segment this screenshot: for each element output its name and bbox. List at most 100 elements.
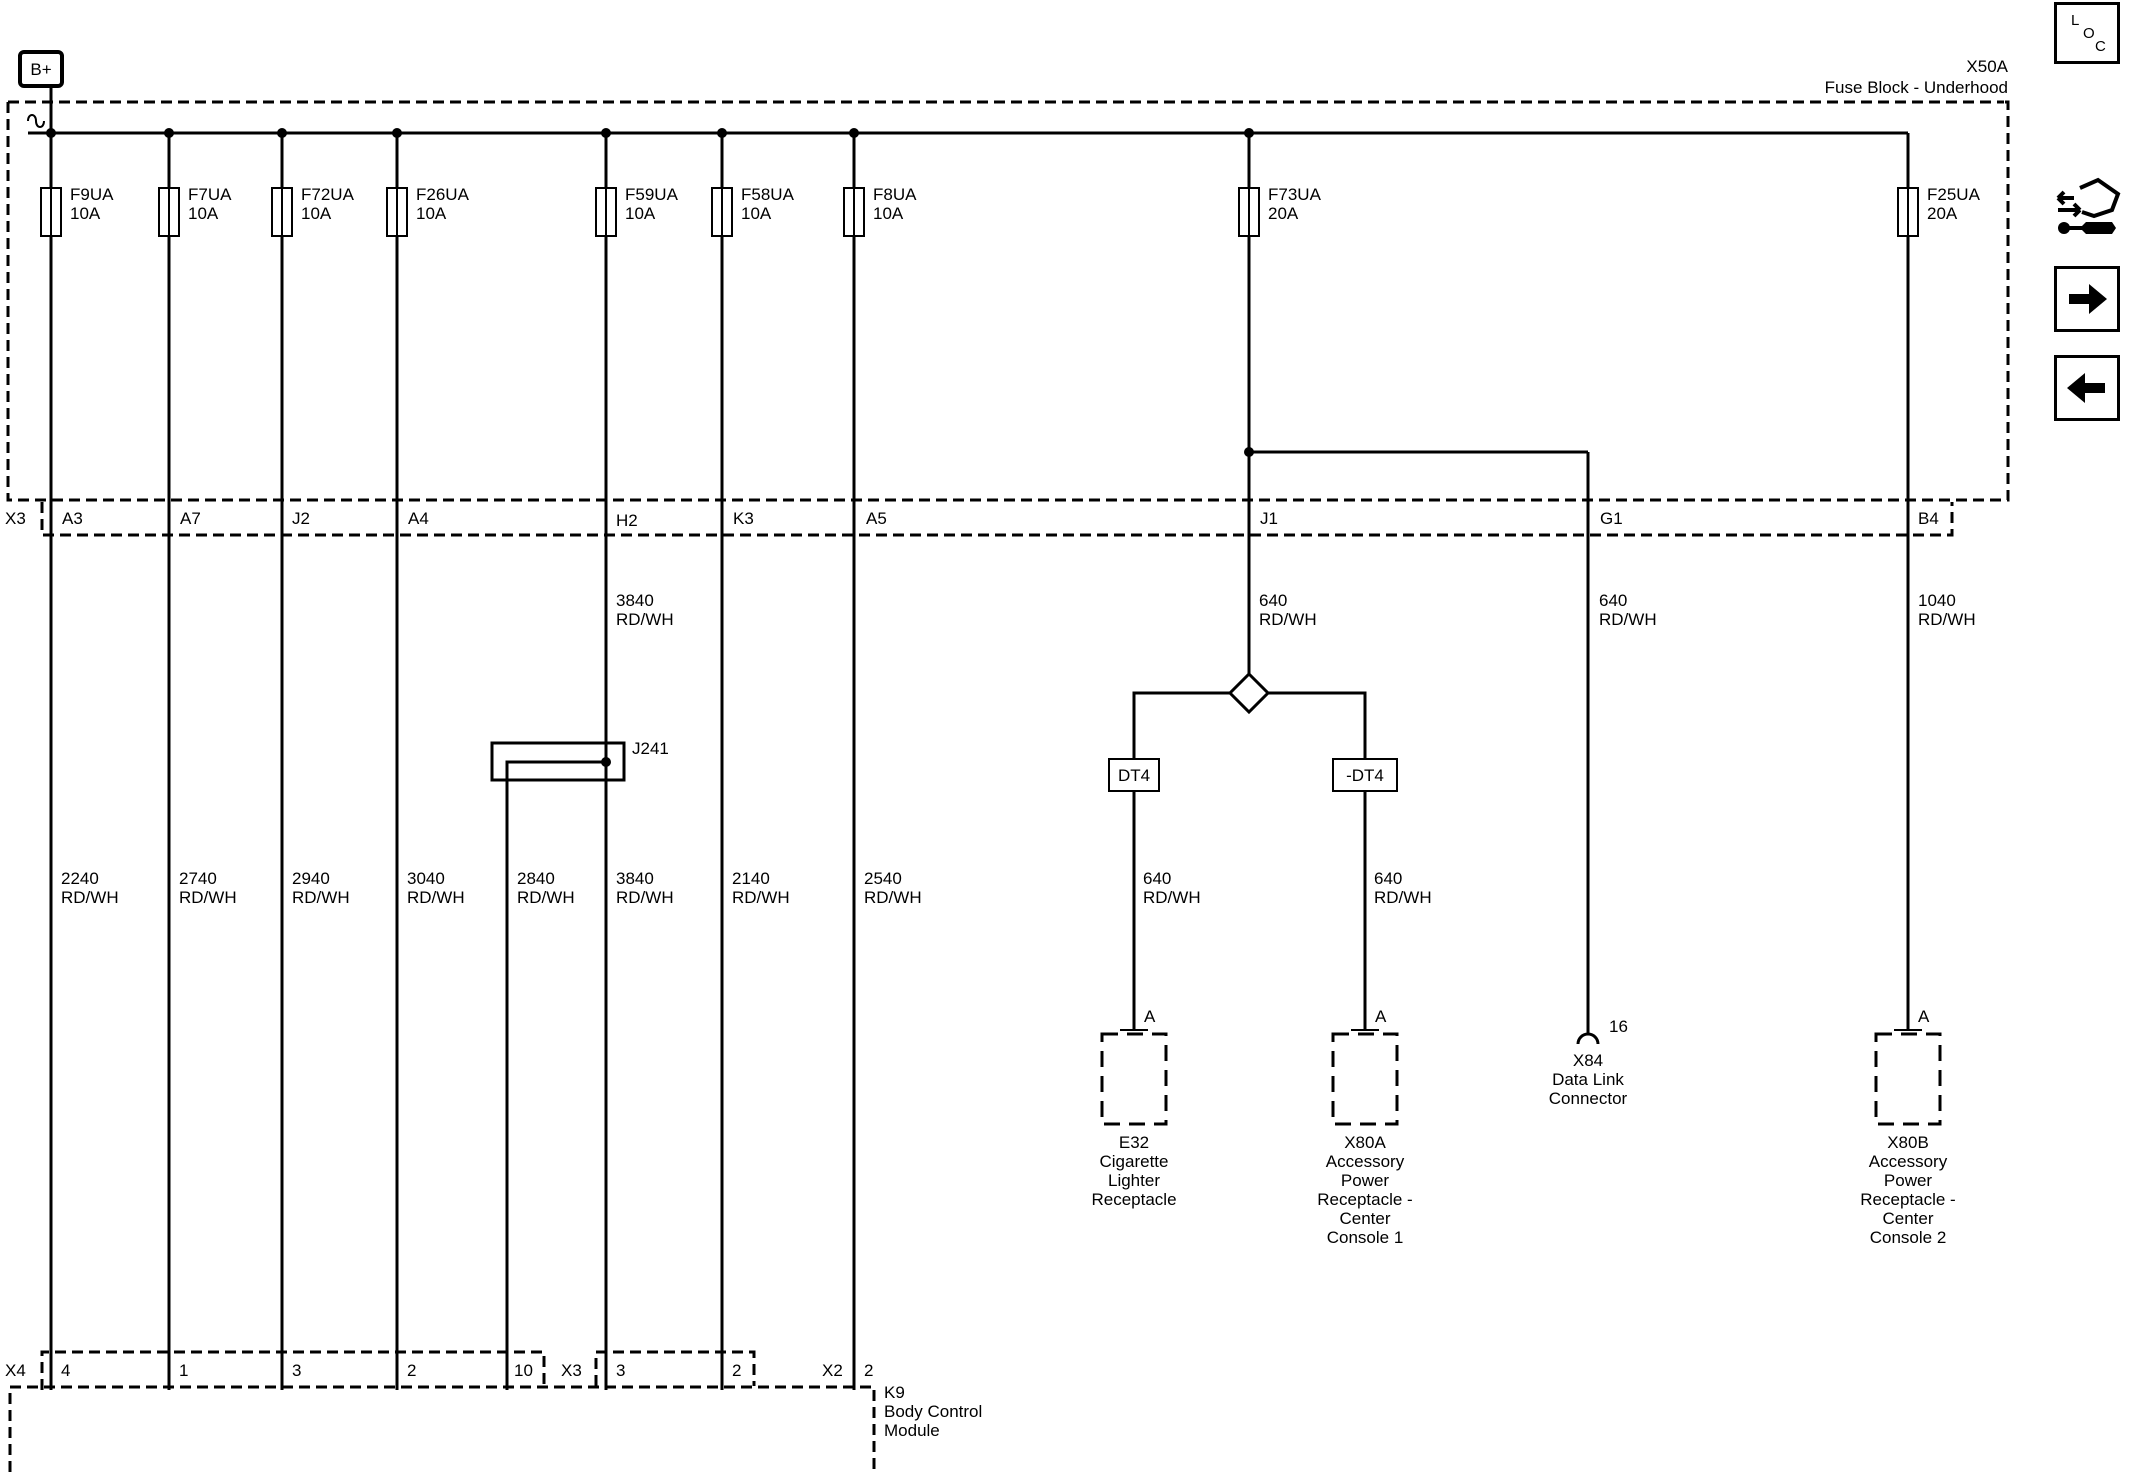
fuse-symbols	[40, 187, 1919, 237]
connector-views-button[interactable]	[2052, 172, 2124, 252]
x3-pin: J2	[292, 509, 310, 528]
x3-connector: X3 A3 A7 J2 A4 H2 K3 A5 J1 G1 B4	[5, 502, 1954, 537]
x3-pin: A5	[866, 509, 887, 528]
wire-color: RD/WH	[1143, 888, 1201, 907]
component-pin: 16	[1609, 1017, 1628, 1036]
next-page-button[interactable]	[2054, 266, 2120, 332]
x3-pin: K3	[733, 509, 754, 528]
x3-pin: B4	[1918, 509, 1939, 528]
x3-pin: J1	[1260, 509, 1278, 528]
bcm-pin: 1	[179, 1361, 188, 1380]
arrow-right-icon	[2069, 284, 2107, 314]
wire-color: RD/WH	[616, 610, 674, 629]
wire-circuit: 2540	[864, 869, 902, 888]
fuse-block-id: X50A	[1966, 57, 2008, 76]
wire-color: RD/WH	[1374, 888, 1432, 907]
wire-color: RD/WH	[292, 888, 350, 907]
upper-wire-labels: 3840 RD/WH 640 RD/WH 640 RD/WH 1040 RD/W…	[616, 591, 1976, 629]
x3-pin: A4	[408, 509, 429, 528]
component-id: X80A	[1344, 1133, 1386, 1152]
fuse-name: F72UA	[301, 185, 355, 204]
component-name: Data Link	[1552, 1070, 1624, 1089]
bcm-pin: 2	[864, 1361, 873, 1380]
wire-circuit: 1040	[1918, 591, 1956, 610]
wire-circuit: 640	[1143, 869, 1171, 888]
bcm-name: Body Control	[884, 1402, 982, 1421]
component-x80b: A X80B Accessory Power Receptacle - Cent…	[1860, 1007, 1955, 1247]
female-terminal-icon	[1576, 1032, 1600, 1045]
fuse-rating: 10A	[625, 204, 656, 223]
component-id: X84	[1573, 1051, 1603, 1070]
previous-page-button[interactable]	[2054, 355, 2120, 421]
component-name: Center	[1339, 1209, 1390, 1228]
splice-label: J241	[632, 739, 669, 758]
component-x80a: A X80A Accessory Power Receptacle - Cent…	[1317, 1007, 1412, 1247]
wire-circuit: 2240	[61, 869, 99, 888]
component-id: X80B	[1887, 1133, 1929, 1152]
inline-connector-label: -DT4	[1346, 766, 1384, 785]
fuse-name: F59UA	[625, 185, 679, 204]
fuse-rating: 20A	[1927, 204, 1958, 223]
fuse-name: F9UA	[70, 185, 114, 204]
fuse-block-name: Fuse Block - Underhood	[1825, 78, 2008, 97]
bcm-pin: 10	[514, 1361, 533, 1380]
component-id: E32	[1119, 1133, 1149, 1152]
wire-color: RD/WH	[61, 888, 119, 907]
bcm-connector-label: X3	[561, 1361, 582, 1380]
fuse-name: F26UA	[416, 185, 470, 204]
component-pin: A	[1375, 1007, 1387, 1026]
fuse-name: F58UA	[741, 185, 795, 204]
svg-text:B+: B+	[30, 60, 51, 79]
wire-circuit: 2140	[732, 869, 770, 888]
wire-circuit: 3040	[407, 869, 445, 888]
splice-j241: J241	[490, 739, 669, 1390]
component-x84: 16 X84 Data Link Connector	[1549, 1017, 1628, 1108]
wire-circuit: 2940	[292, 869, 330, 888]
inline-connectors: DT4 -DT4 640 RD/WH 640 RD/WH	[1108, 758, 1432, 907]
loc-button[interactable]: L O C	[2054, 2, 2120, 64]
wire-circuit: 640	[1259, 591, 1287, 610]
fuse-rating: 10A	[188, 204, 219, 223]
component-pin: A	[1144, 1007, 1156, 1026]
f73ua-split	[1244, 447, 1590, 1030]
body-control-module-k9: X4 4 1 3 2 10 X3 3 2 X2 2 K9 Body Contro…	[5, 1350, 982, 1472]
svg-text:C: C	[2095, 38, 2106, 55]
component-name: Receptacle -	[1317, 1190, 1412, 1209]
fuse-block-x50a: X50A Fuse Block - Underhood	[6, 57, 2010, 502]
bcm-pin: 3	[292, 1361, 301, 1380]
component-name: Center	[1882, 1209, 1933, 1228]
fuse-rating: 10A	[873, 204, 904, 223]
component-name: Accessory	[1326, 1152, 1405, 1171]
wire-circuit: 2740	[179, 869, 217, 888]
bcm-name: Module	[884, 1421, 940, 1440]
wire-color: RD/WH	[1259, 610, 1317, 629]
wire-color: RD/WH	[732, 888, 790, 907]
wire-circuit: 3840	[616, 591, 654, 610]
fuse-name: F73UA	[1268, 185, 1322, 204]
wire-color: RD/WH	[864, 888, 922, 907]
component-name: Receptacle	[1091, 1190, 1176, 1209]
fuse-wires	[49, 133, 1910, 1390]
bcm-pin: 4	[61, 1361, 70, 1380]
connector-view-icon	[2056, 177, 2121, 234]
wire-circuit: 2840	[517, 869, 555, 888]
fuse-name: F25UA	[1927, 185, 1981, 204]
inline-connector-label: DT4	[1118, 766, 1150, 785]
x3-connector-label: X3	[5, 509, 26, 528]
component-name: Receptacle -	[1860, 1190, 1955, 1209]
svg-text:L: L	[2071, 12, 2079, 29]
bcm-connector-label: X2	[822, 1361, 843, 1380]
wire-color: RD/WH	[407, 888, 465, 907]
wire-color: RD/WH	[517, 888, 575, 907]
bcm-id: K9	[884, 1383, 905, 1402]
wire-color: RD/WH	[1918, 610, 1976, 629]
bus-continuation-icon	[27, 114, 45, 128]
wire-color: RD/WH	[616, 888, 674, 907]
bcm-pin: 3	[616, 1361, 625, 1380]
component-name: Connector	[1549, 1089, 1628, 1108]
wire-circuit: 3840	[616, 869, 654, 888]
component-name: Power	[1884, 1171, 1933, 1190]
loc-icon: L O C	[2071, 12, 2106, 55]
